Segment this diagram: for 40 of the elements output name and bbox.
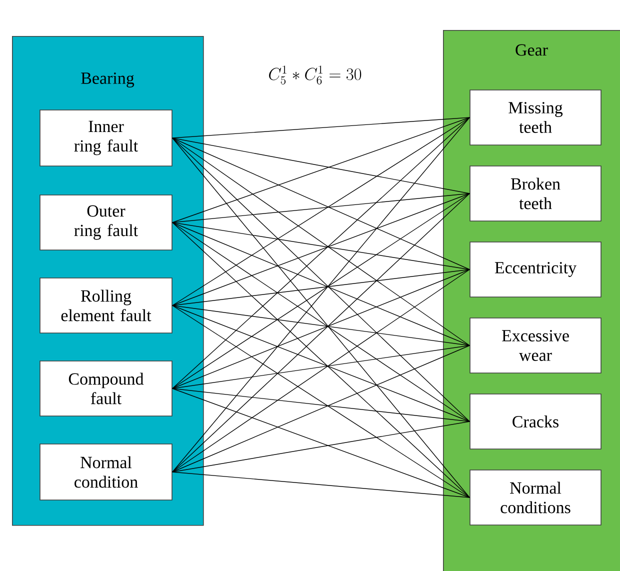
fault-box: Broken teeth	[470, 166, 602, 222]
fault-box: Compound fault	[40, 360, 172, 416]
connector-line	[172, 222, 470, 270]
connector-line	[172, 305, 470, 346]
connector-line	[172, 472, 470, 498]
fault-box: Rolling element fault	[40, 278, 172, 334]
connector-line	[172, 193, 470, 472]
fault-box: Outer ring fault	[40, 194, 172, 250]
connector-line	[172, 193, 470, 223]
connector-line	[172, 117, 470, 138]
connector-line	[172, 269, 470, 389]
fault-box: Normal condition	[40, 444, 172, 500]
connector-line	[172, 117, 470, 223]
fault-box: Missing teeth	[470, 90, 602, 146]
connector-line	[172, 421, 470, 472]
connector-line	[172, 269, 470, 472]
connector-line	[172, 193, 470, 389]
connector-line	[172, 138, 470, 194]
connector-line	[172, 117, 470, 389]
fault-box: Eccentricity	[470, 242, 602, 298]
connector-line	[172, 138, 470, 422]
connector-line	[172, 222, 470, 346]
connector-line	[172, 305, 470, 422]
connector-line	[172, 117, 470, 306]
connector-line	[172, 388, 470, 422]
connector-line	[172, 388, 470, 498]
fault-box: Inner ring fault	[40, 110, 172, 166]
connector-line	[172, 193, 470, 306]
connector-line	[172, 269, 470, 306]
connector-line	[172, 345, 470, 389]
connector-line	[172, 138, 470, 270]
fault-box: Excessive wear	[470, 318, 602, 374]
connector-line	[172, 305, 470, 498]
combination-formula: $C_5^1 \ast C_6^1 = 30$	[269, 66, 362, 84]
fault-box: Normal conditions	[470, 470, 602, 526]
connector-line	[172, 345, 470, 472]
connector-line	[172, 222, 470, 422]
connector-line	[172, 222, 470, 498]
fault-box: Cracks	[470, 394, 602, 450]
connector-line	[172, 138, 470, 346]
